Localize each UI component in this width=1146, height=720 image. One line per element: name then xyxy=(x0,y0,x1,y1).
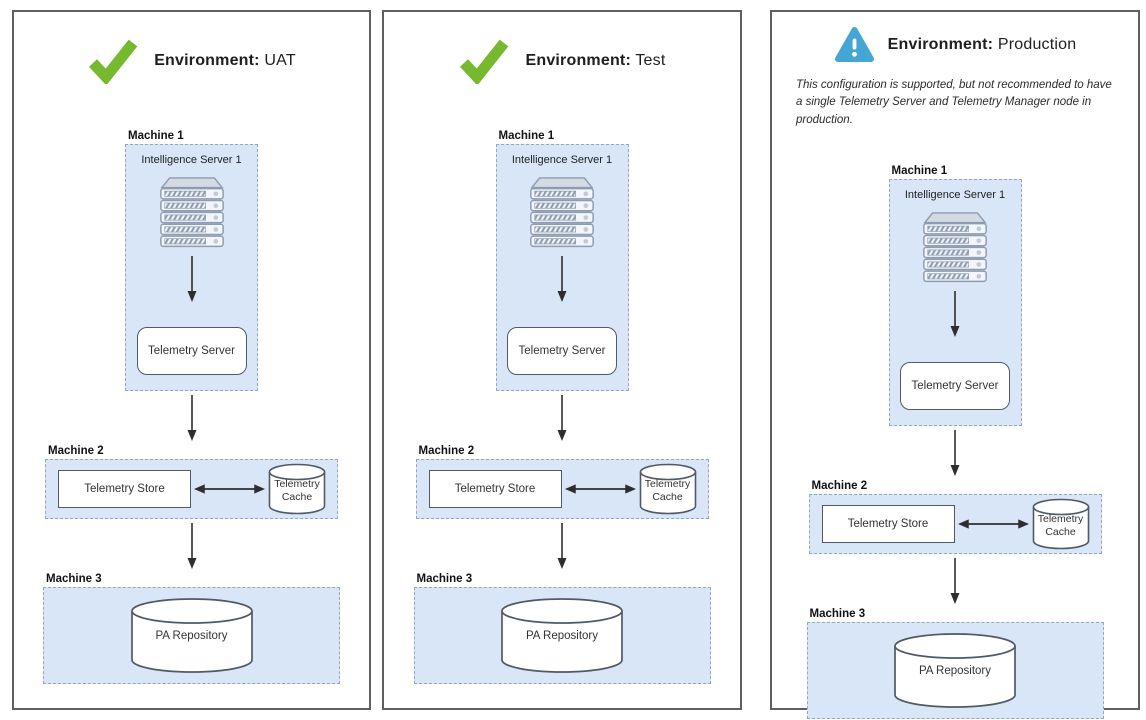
machine-2-group: Machine 2 Telemetry Store Telemetry Cach… xyxy=(415,445,709,519)
machine-3-group: Machine 3 PA Repository xyxy=(806,608,1104,720)
pa-repository-cylinder: PA Repository xyxy=(130,597,254,674)
arrow-down-icon xyxy=(187,523,196,569)
machine-2-box: Telemetry Store Telemetry Cache xyxy=(808,494,1102,555)
panel-uat-header: Environment: UAT xyxy=(87,36,296,86)
machine-2-group: Machine 2 Telemetry Store Telemetry Cach… xyxy=(45,445,338,519)
telemetry-cache-cylinder: Telemetry Cache xyxy=(1032,498,1090,550)
machine-3-group: Machine 3 PA Repository xyxy=(413,573,711,684)
production-warning-note: This configuration is supported, but not… xyxy=(796,79,1112,126)
machine-1-box: Intelligence Server 1 xyxy=(125,144,258,391)
machine-2-label: Machine 2 xyxy=(418,445,475,457)
environment-label: Environment: xyxy=(887,36,994,53)
server-stack-icon xyxy=(530,177,594,248)
arrow-down-icon xyxy=(950,558,960,605)
pa-repository-label: PA Repository xyxy=(155,629,228,642)
machine-3-label: Machine 3 xyxy=(46,573,102,585)
arrow-both-icon xyxy=(564,484,636,494)
architecture-diagram: Machine 1 Intelligence Server 1 xyxy=(806,165,1104,720)
pa-repository-cylinder: PA Repository xyxy=(893,632,1017,709)
environment-title: Environment: UAT xyxy=(154,52,296,70)
architecture-diagram: Machine 1 Intelligence Server 1 xyxy=(43,130,340,684)
arrow-both-icon xyxy=(194,484,265,494)
telemetry-server-box: Telemetry Server xyxy=(507,327,617,375)
machine-1-group: Machine 1 Intelligence Server 1 xyxy=(888,165,1022,427)
telemetry-cache-label: Telemetry Cache xyxy=(644,478,691,503)
machine-3-group: Machine 3 PA Repository xyxy=(43,573,340,684)
machine-1-box: Intelligence Server 1 xyxy=(888,179,1022,427)
panel-production: Environment: Production This configurati… xyxy=(770,10,1140,720)
panel-production-header: Environment: Production xyxy=(834,26,1077,64)
machine-2-label: Machine 2 xyxy=(811,480,868,493)
arrow-down-icon xyxy=(950,430,960,477)
intelligence-server-label: Intelligence Server 1 xyxy=(141,154,242,166)
machine-1-group: Machine 1 Intelligence Server 1 xyxy=(495,130,629,391)
panel-uat: Environment: UAT Machine 1 Intelligence … xyxy=(12,10,371,710)
environment-value: Test xyxy=(635,52,666,69)
arrow-down-icon xyxy=(557,395,567,441)
arrow-both-icon xyxy=(957,519,1029,529)
machine-2-box: Telemetry Store Telemetry Cache xyxy=(415,459,709,519)
telemetry-server-box: Telemetry Server xyxy=(900,362,1010,411)
environment-value: Production xyxy=(997,36,1077,53)
pa-repository-label: PA Repository xyxy=(525,629,598,642)
machine-3-box: PA Repository xyxy=(413,587,711,684)
machine-2-box: Telemetry Store Telemetry Cache xyxy=(45,459,338,519)
panel-test: Environment: Test Machine 1 Intelligence… xyxy=(382,10,742,710)
machine-3-label: Machine 3 xyxy=(809,608,866,621)
check-icon xyxy=(89,39,138,84)
telemetry-store-box: Telemetry Store xyxy=(821,505,955,544)
telemetry-cache-label: Telemetry Cache xyxy=(1037,513,1084,538)
telemetry-cache-cylinder: Telemetry Cache xyxy=(639,463,697,515)
arrow-down-icon xyxy=(557,256,567,302)
environment-value: UAT xyxy=(264,52,296,69)
intelligence-server-label: Intelligence Server 1 xyxy=(904,189,1006,202)
warning-icon xyxy=(834,27,874,62)
check-icon xyxy=(460,39,509,84)
machine-3-box: PA Repository xyxy=(806,622,1104,720)
telemetry-cache-label: Telemetry Cache xyxy=(274,478,320,503)
arrow-down-icon xyxy=(557,523,567,569)
arrow-down-icon xyxy=(187,395,196,441)
telemetry-store-box: Telemetry Store xyxy=(58,470,191,508)
architecture-diagram: Machine 1 Intelligence Server 1 xyxy=(413,130,711,684)
environment-label: Environment: xyxy=(154,52,260,69)
machine-2-label: Machine 2 xyxy=(48,445,104,457)
environment-label: Environment: xyxy=(525,52,631,69)
telemetry-server-box: Telemetry Server xyxy=(136,327,247,375)
pa-repository-label: PA Repository xyxy=(918,664,991,677)
machine-1-label: Machine 1 xyxy=(128,130,184,142)
arrow-down-icon xyxy=(187,256,196,302)
telemetry-cache-cylinder: Telemetry Cache xyxy=(268,463,326,515)
arrow-down-icon xyxy=(950,291,960,338)
environment-title: Environment: Production xyxy=(888,36,1077,54)
intelligence-server-label: Intelligence Server 1 xyxy=(511,154,613,166)
machine-3-box: PA Repository xyxy=(43,587,340,684)
machine-3-label: Machine 3 xyxy=(416,573,473,585)
server-stack-icon xyxy=(923,212,987,283)
server-stack-icon xyxy=(159,177,224,248)
machine-1-group: Machine 1 Intelligence Server 1 xyxy=(125,130,258,391)
machine-1-box: Intelligence Server 1 xyxy=(495,144,629,391)
machine-1-label: Machine 1 xyxy=(498,130,555,142)
machine-2-group: Machine 2 Telemetry Store Telemetry Cach… xyxy=(808,480,1102,555)
telemetry-store-box: Telemetry Store xyxy=(428,470,562,508)
panel-test-header: Environment: Test xyxy=(458,36,665,86)
environment-title: Environment: Test xyxy=(525,52,665,70)
machine-1-label: Machine 1 xyxy=(891,165,948,178)
pa-repository-cylinder: PA Repository xyxy=(500,597,624,674)
